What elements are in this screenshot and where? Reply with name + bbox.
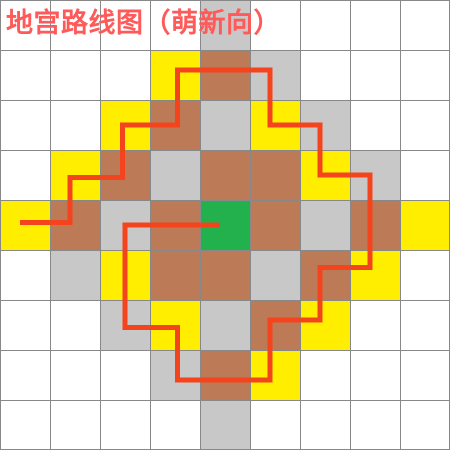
brown-cell <box>250 300 300 350</box>
yellow-cell <box>400 200 450 250</box>
gray-cell <box>300 200 350 250</box>
empty-cell <box>300 50 350 100</box>
empty-cell <box>250 400 300 450</box>
brown-cell <box>350 200 400 250</box>
empty-cell <box>350 300 400 350</box>
empty-cell <box>0 0 50 50</box>
brown-cell <box>150 250 200 300</box>
empty-cell <box>100 350 150 400</box>
empty-cell <box>300 400 350 450</box>
empty-cell <box>0 100 50 150</box>
empty-cell <box>0 150 50 200</box>
empty-cell <box>50 400 100 450</box>
empty-cell <box>400 400 450 450</box>
empty-cell <box>50 50 100 100</box>
empty-cell <box>400 300 450 350</box>
gray-cell <box>200 100 250 150</box>
empty-cell <box>350 400 400 450</box>
empty-cell <box>0 250 50 300</box>
empty-cell <box>400 0 450 50</box>
gray-cell <box>200 400 250 450</box>
gray-cell <box>250 50 300 100</box>
empty-cell <box>400 250 450 300</box>
empty-cell <box>400 100 450 150</box>
empty-cell <box>350 350 400 400</box>
empty-cell <box>0 350 50 400</box>
empty-cell <box>50 300 100 350</box>
empty-cell <box>100 0 150 50</box>
empty-cell <box>0 50 50 100</box>
empty-cell <box>150 0 200 50</box>
empty-cell <box>50 0 100 50</box>
empty-cell <box>150 400 200 450</box>
brown-cell <box>250 150 300 200</box>
empty-cell <box>50 100 100 150</box>
gray-cell <box>250 250 300 300</box>
brown-cell <box>300 250 350 300</box>
brown-cell <box>250 200 300 250</box>
gray-cell <box>50 250 100 300</box>
empty-cell <box>300 350 350 400</box>
empty-cell <box>350 100 400 150</box>
brown-cell <box>200 350 250 400</box>
brown-cell <box>200 150 250 200</box>
map-title: 地宫路线图（萌新向） <box>6 8 281 39</box>
empty-cell <box>400 350 450 400</box>
brown-cell <box>200 50 250 100</box>
empty-cell <box>100 400 150 450</box>
empty-cell <box>0 400 50 450</box>
gray-cell <box>200 0 250 50</box>
gray-cell <box>200 300 250 350</box>
empty-cell <box>400 150 450 200</box>
empty-cell <box>0 300 50 350</box>
brown-cell <box>200 250 250 300</box>
yellow-cell <box>300 300 350 350</box>
yellow-cell <box>350 250 400 300</box>
empty-cell <box>350 50 400 100</box>
empty-cell <box>400 50 450 100</box>
empty-cell <box>300 0 350 50</box>
route-path <box>20 67 373 383</box>
empty-cell <box>100 50 150 100</box>
yellow-cell <box>250 350 300 400</box>
gray-cell <box>150 150 200 200</box>
empty-cell <box>350 0 400 50</box>
empty-cell <box>50 350 100 400</box>
empty-cell <box>250 0 300 50</box>
